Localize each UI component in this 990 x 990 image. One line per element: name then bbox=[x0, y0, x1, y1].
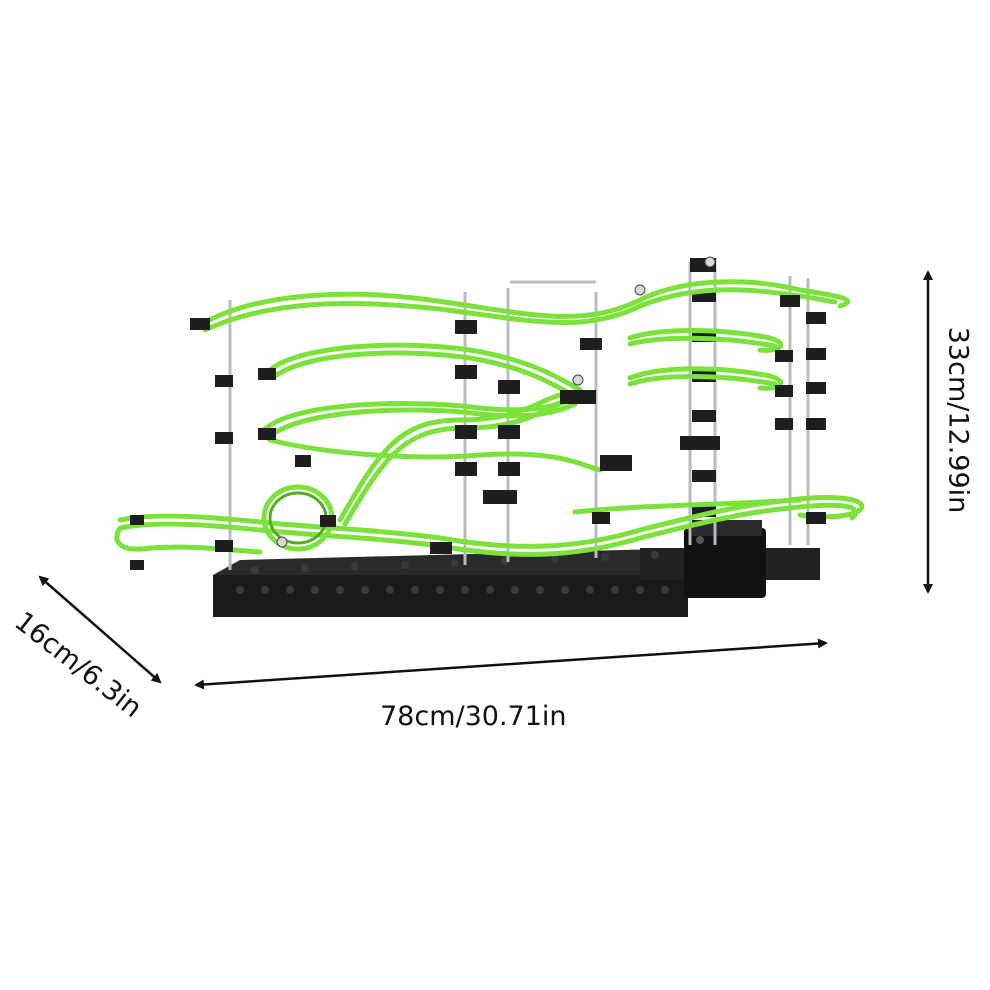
track-clips bbox=[130, 295, 826, 570]
marbles bbox=[276, 256, 716, 548]
height-dimension-label: 33cm/12.99in bbox=[942, 326, 974, 514]
double-arrow-icon bbox=[38, 575, 162, 684]
glow-tracks bbox=[114, 279, 865, 557]
width-dimension-label: 78cm/30.71in bbox=[380, 701, 567, 732]
motor-box bbox=[684, 520, 766, 598]
double-arrow-icon bbox=[194, 638, 828, 690]
